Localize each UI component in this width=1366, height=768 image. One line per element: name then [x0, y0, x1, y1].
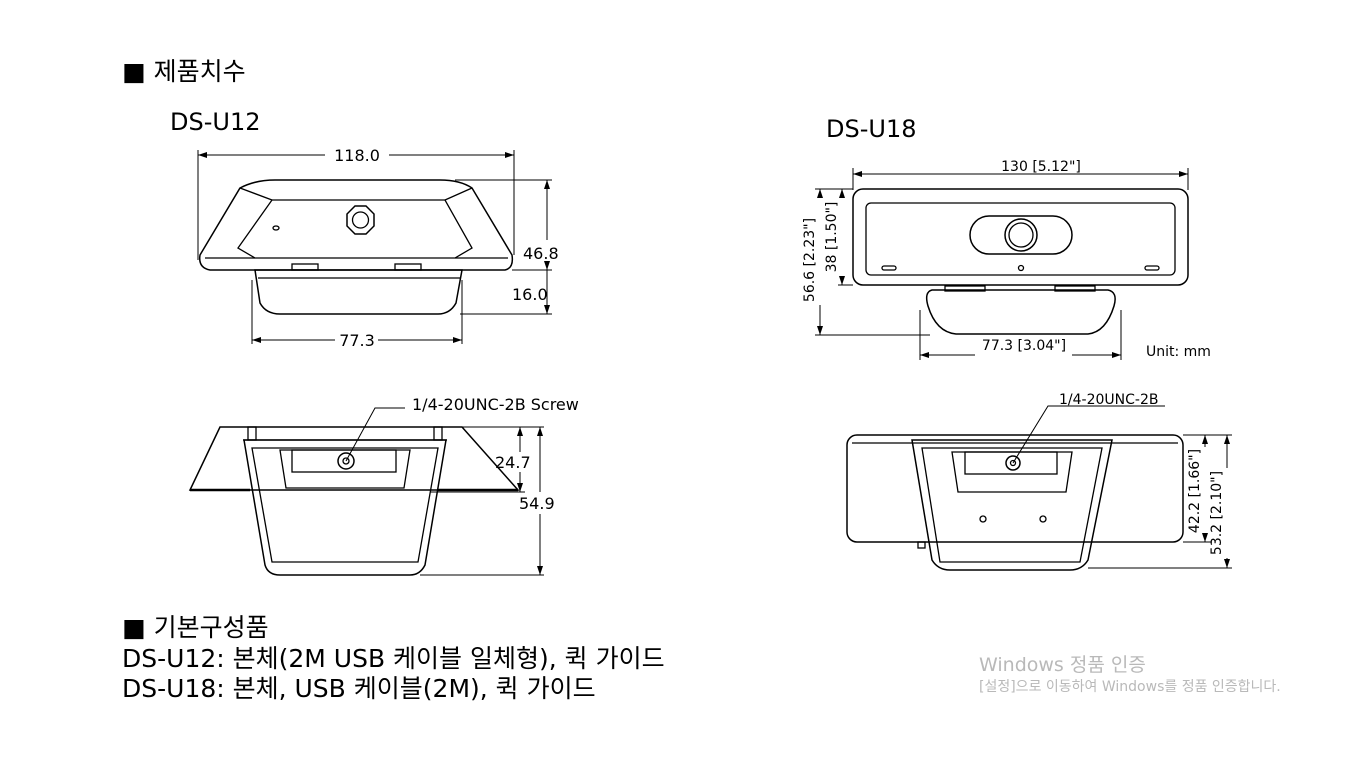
u18-screw-height-label: 42.2 [1.66"]: [1187, 449, 1203, 533]
u18-front-view: [852, 188, 1189, 335]
model-label-u12: DS-U12: [170, 108, 261, 136]
activation-watermark-title: Windows 정품 인증: [979, 654, 1146, 676]
u18-total-height-label: 56.6 [2.23"]: [802, 218, 818, 302]
u12-bottom-height-label: 54.9: [519, 494, 555, 513]
u12-screw-label: 1/4-20UNC-2B Screw: [412, 395, 579, 414]
u18-body-height-label: 38 [1.50"]: [824, 202, 840, 273]
u12-screw-height-label: 24.7: [495, 453, 531, 472]
u12-front-view: [198, 179, 514, 315]
u12-depth-label: 16.0: [512, 285, 548, 304]
u12-base-width-label: 77.3: [339, 331, 375, 350]
component-line-u18: DS-U18: 본체, USB 케이블(2M), 퀵 가이드: [122, 674, 596, 703]
u18-base-width-label: 77.3 [3.04"]: [982, 338, 1066, 354]
u12-height-label: 46.8: [523, 244, 559, 263]
u12-bottom-view: [188, 426, 520, 576]
u12-width-label: 118.0: [334, 146, 380, 165]
u18-bottom-view: [846, 434, 1184, 571]
component-line-u12: DS-U12: 본체(2M USB 케이블 일체형), 퀵 가이드: [122, 644, 665, 673]
u18-bottom-height-label: 53.2 [2.10"]: [1209, 471, 1225, 555]
components-heading: ■ 기본구성품: [122, 613, 269, 642]
u18-unit-label: Unit: mm: [1146, 344, 1211, 360]
u18-width-label: 130 [5.12"]: [1001, 159, 1081, 175]
activation-watermark-subtitle: [설정]으로 이동하여 Windows를 정품 인증합니다.: [979, 679, 1281, 695]
u18-screw-label: 1/4-20UNC-2B: [1059, 392, 1158, 408]
dimensions-heading: ■ 제품치수: [122, 57, 246, 86]
model-label-u18: DS-U18: [826, 115, 917, 143]
